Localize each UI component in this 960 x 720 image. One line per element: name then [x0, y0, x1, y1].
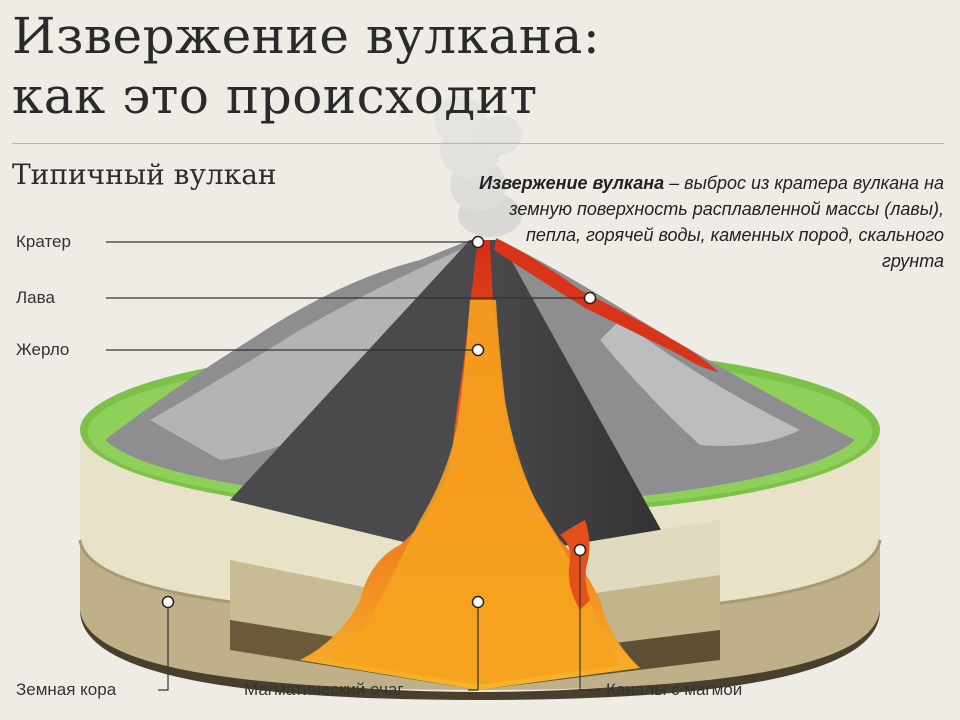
lava-marker	[583, 291, 597, 305]
lava-flow	[494, 238, 718, 372]
pointer-lines	[106, 241, 600, 691]
definition-body: – выброс из кратера вулкана на земную по…	[509, 173, 944, 271]
label-crust: Земная кора	[16, 680, 117, 699]
crater-marker	[471, 235, 485, 249]
marker-dots	[161, 235, 597, 609]
smoke-plume	[434, 96, 522, 237]
vent-marker	[471, 343, 485, 357]
title-line-2: как это происходит	[12, 67, 538, 125]
page-title: Извержение вулкана: как это происходит	[12, 6, 600, 126]
crust-marker	[161, 595, 175, 609]
channels-marker	[573, 543, 587, 557]
title-divider	[12, 143, 944, 144]
label-vent: Жерло	[16, 340, 70, 359]
title-line-1: Извержение вулкана:	[12, 7, 601, 65]
chamber-marker	[471, 595, 485, 609]
label-crater: Кратер	[16, 232, 71, 251]
magma-system	[300, 240, 640, 690]
label-channels: Каналы с магмой	[606, 680, 743, 699]
label-lava: Лава	[16, 288, 55, 307]
definition-term: Извержение вулкана	[479, 173, 665, 193]
subtitle: Типичный вулкан	[12, 158, 277, 191]
label-chamber: Магматический очаг	[244, 680, 404, 699]
definition-text: Извержение вулкана – выброс из кратера в…	[474, 170, 944, 274]
